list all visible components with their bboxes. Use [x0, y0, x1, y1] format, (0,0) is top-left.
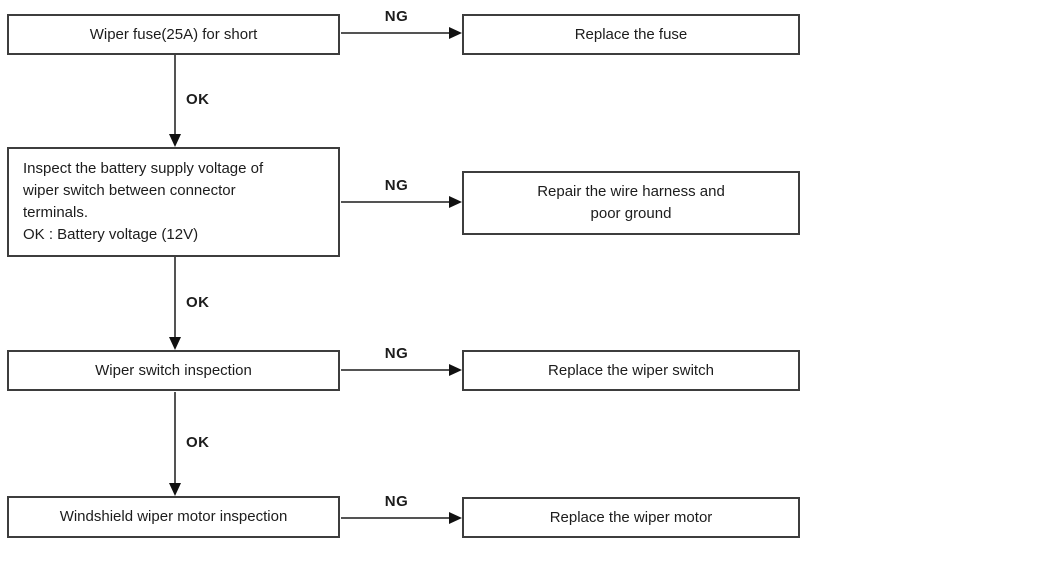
check-box-label: Inspect the battery supply voltage of wi…: [23, 160, 264, 243]
down-arrowhead-icon: [169, 134, 181, 147]
arrow-line: [341, 369, 451, 371]
action-box-replace-wiper-motor: Replace the wiper motor: [462, 497, 800, 538]
arrow-line: [174, 257, 176, 339]
action-box-label: Repair the wire harness and poor ground: [537, 183, 725, 222]
ok-label: OK: [186, 433, 210, 451]
action-box-label: Replace the wiper motor: [549, 508, 713, 526]
arrow-line: [341, 201, 451, 203]
ng-label: NG: [384, 345, 409, 362]
check-box-battery-supply-voltage: Inspect the battery supply voltage of wi…: [7, 147, 340, 257]
right-arrowhead-icon: [449, 512, 462, 524]
check-box-label: Wiper switch inspection: [95, 361, 252, 379]
arrow-line: [341, 32, 451, 34]
ng-label: NG: [384, 177, 409, 194]
right-arrowhead-icon: [449, 196, 462, 208]
arrow-line: [341, 517, 451, 519]
right-arrowhead-icon: [449, 27, 462, 39]
right-arrowhead-icon: [449, 364, 462, 376]
down-arrowhead-icon: [169, 483, 181, 496]
ng-label: NG: [384, 493, 409, 510]
action-box-replace-fuse: Replace the fuse: [462, 14, 800, 55]
arrow-line: [174, 392, 176, 485]
check-box-label: Windshield wiper motor inspection: [59, 508, 288, 525]
ng-label: NG: [384, 8, 409, 25]
ok-label: OK: [186, 90, 210, 108]
check-box-wiper-switch-inspection: Wiper switch inspection: [7, 350, 340, 391]
check-box-wiper-fuse: Wiper fuse(25A) for short: [7, 14, 340, 55]
check-box-wiper-motor-inspection: Windshield wiper motor inspection: [7, 496, 340, 538]
action-box-label: Replace the wiper switch: [548, 361, 714, 379]
down-arrowhead-icon: [169, 337, 181, 350]
action-box-label: Replace the fuse: [574, 25, 688, 43]
arrow-line: [174, 55, 176, 136]
check-box-label: Wiper fuse(25A) for short: [89, 25, 258, 43]
ok-label: OK: [186, 293, 210, 311]
action-box-repair-wire-harness: Repair the wire harness and poor ground: [462, 171, 800, 235]
action-box-replace-wiper-switch: Replace the wiper switch: [462, 350, 800, 391]
